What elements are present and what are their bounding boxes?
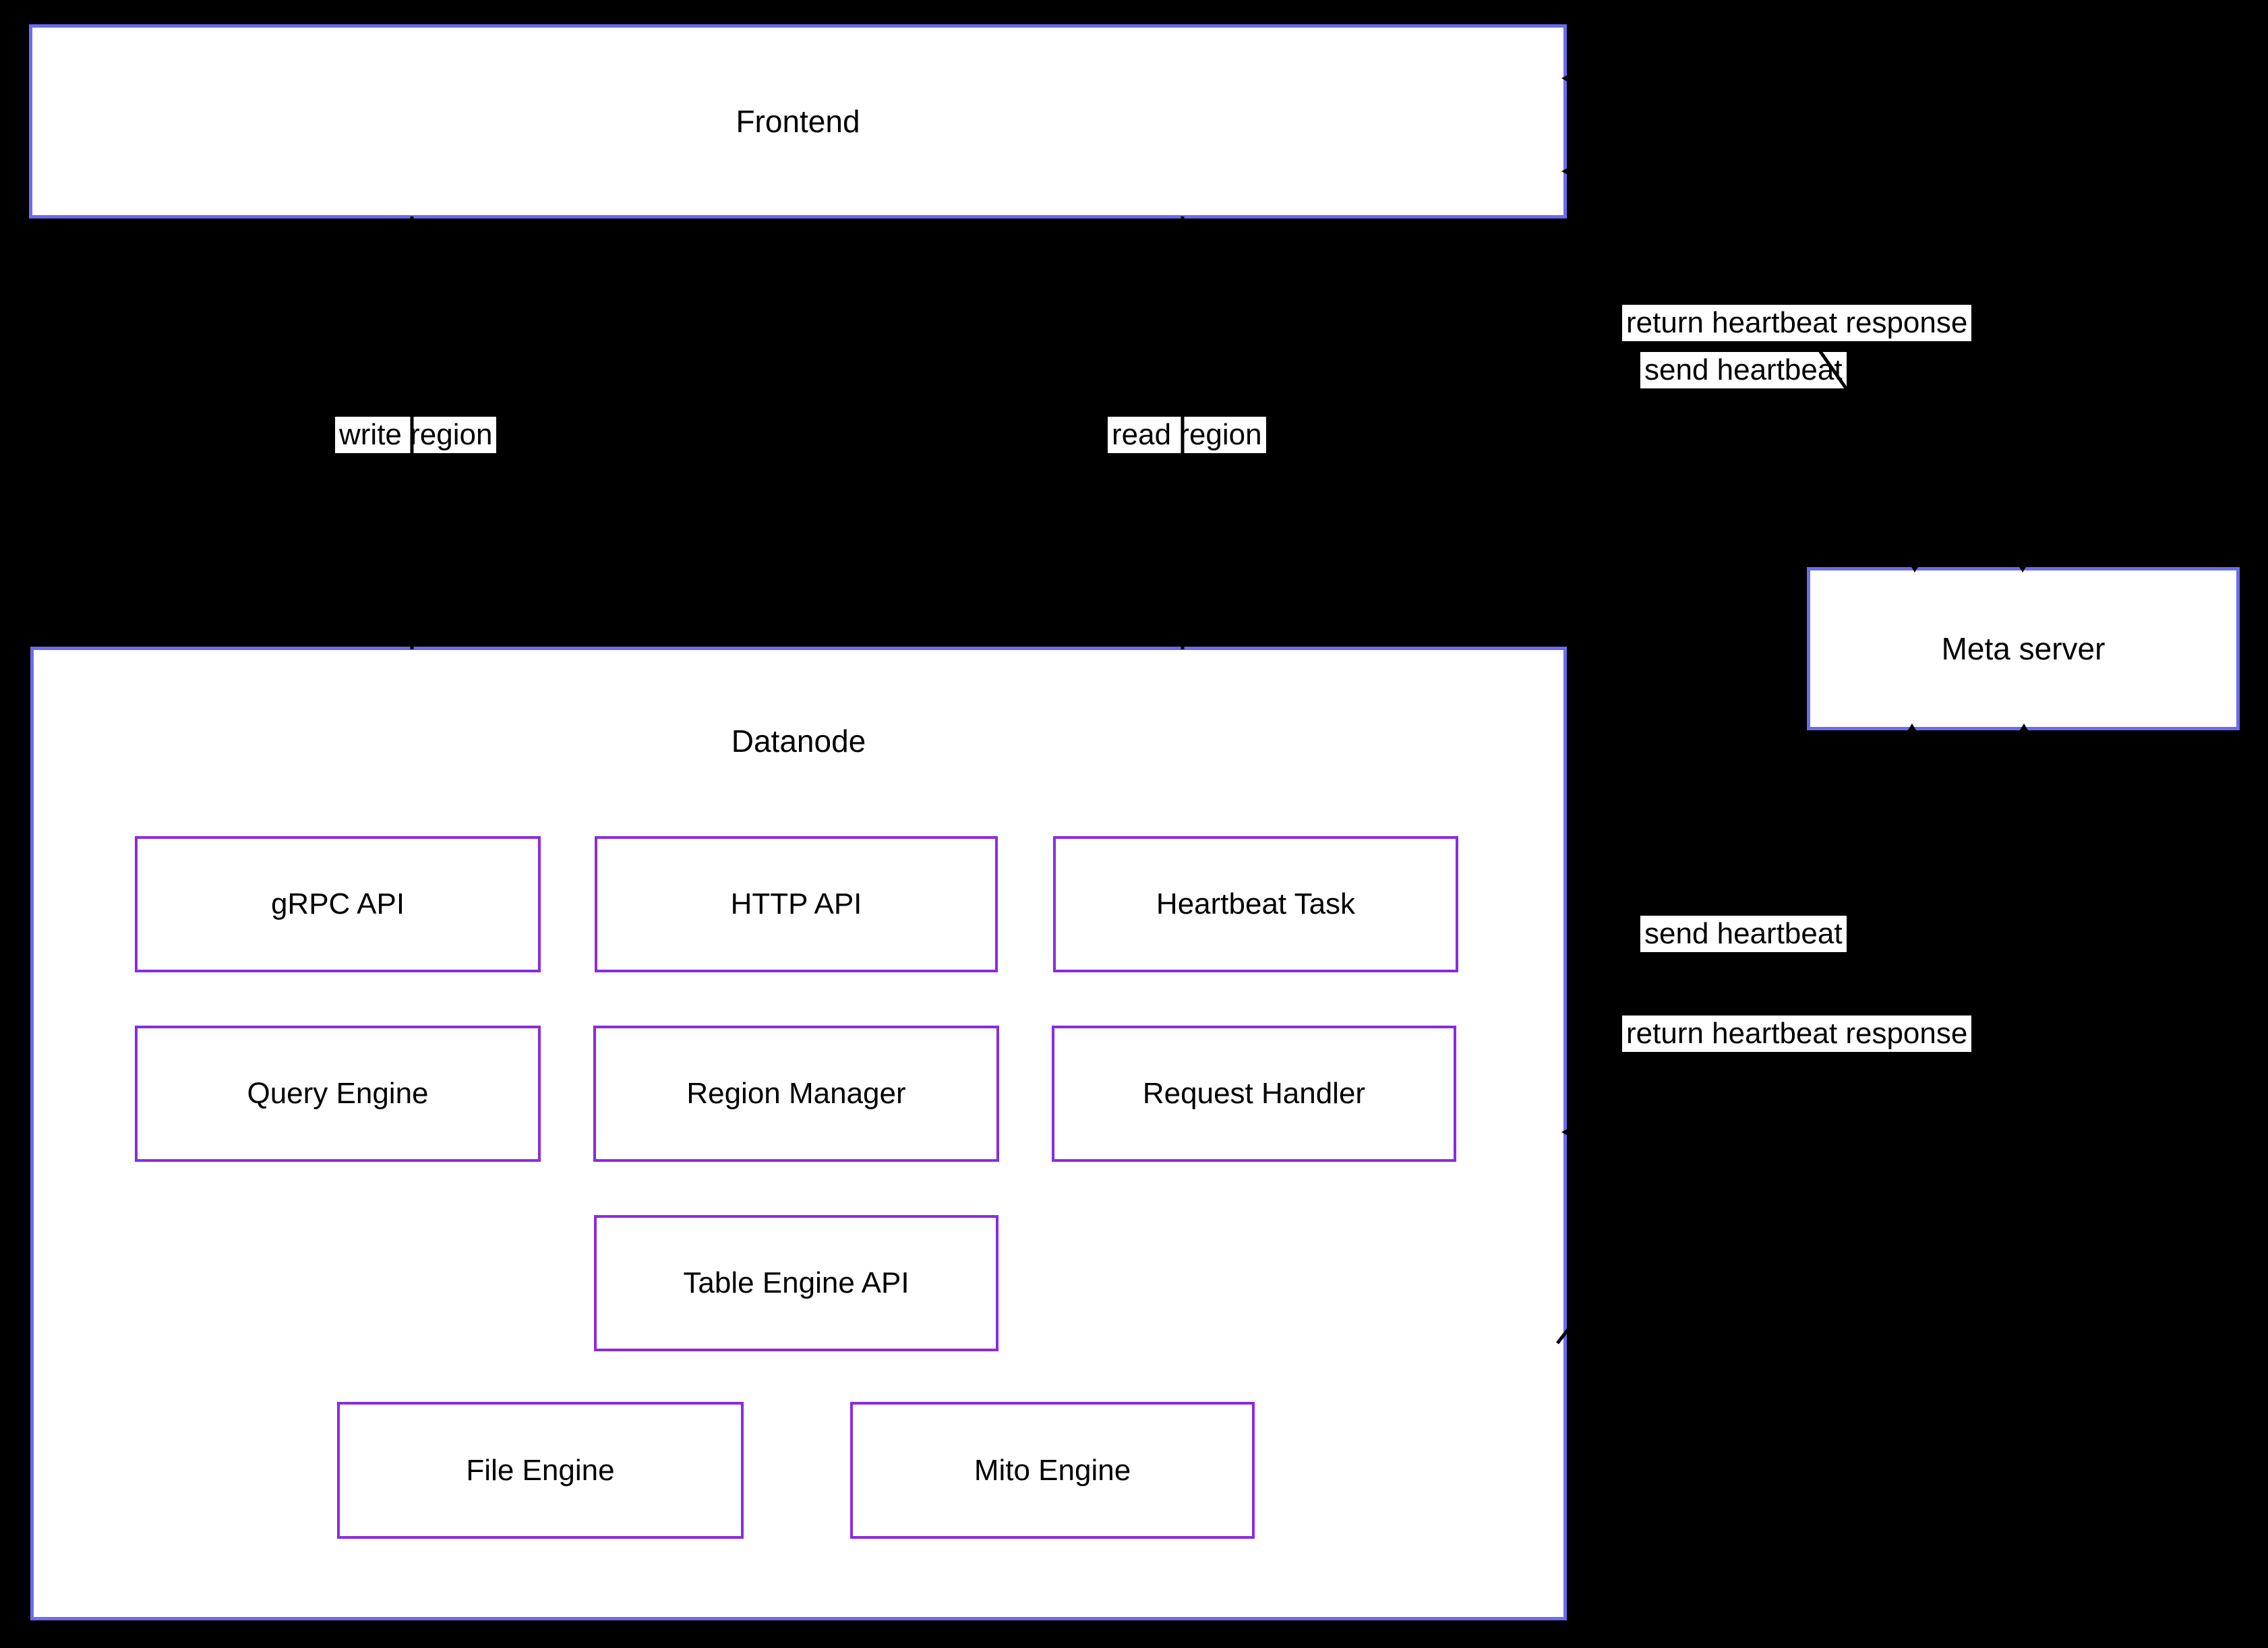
meta-server-node: Meta server bbox=[1807, 567, 2240, 730]
component-http-api: HTTP API bbox=[595, 836, 998, 972]
component-query-engine: Query Engine bbox=[135, 1026, 541, 1162]
component-file-engine-label: File Engine bbox=[466, 1453, 615, 1487]
edge-label-return-heartbeat-response-top: return heartbeat response bbox=[1622, 305, 1972, 342]
component-mito-engine-label: Mito Engine bbox=[974, 1453, 1131, 1487]
component-table-engine-api: Table Engine API bbox=[594, 1215, 998, 1351]
component-file-engine: File Engine bbox=[337, 1402, 744, 1539]
meta-server-label: Meta server bbox=[1941, 631, 2106, 666]
component-region-manager-label: Region Manager bbox=[686, 1077, 906, 1110]
edge-label-send-heartbeat-bottom: send heartbeat bbox=[1640, 916, 1847, 953]
edge-label-return-heartbeat-response-bottom: return heartbeat response bbox=[1622, 1016, 1972, 1053]
frontend-label: Frontend bbox=[736, 104, 860, 139]
component-request-handler: Request Handler bbox=[1052, 1026, 1456, 1162]
component-grpc-api-label: gRPC API bbox=[270, 887, 405, 920]
frontend-node: Frontend bbox=[29, 24, 1567, 218]
edge-label-write-region: write region bbox=[335, 417, 497, 454]
component-heartbeat-task-label: Heartbeat Task bbox=[1156, 887, 1356, 920]
component-query-engine-label: Query Engine bbox=[247, 1077, 429, 1110]
component-region-manager: Region Manager bbox=[593, 1026, 999, 1162]
component-mito-engine: Mito Engine bbox=[850, 1402, 1255, 1539]
component-table-engine-api-label: Table Engine API bbox=[683, 1266, 909, 1299]
edge-label-send-heartbeat-top: send heartbeat bbox=[1640, 352, 1847, 389]
datanode-title: Datanode bbox=[731, 724, 866, 759]
component-heartbeat-task: Heartbeat Task bbox=[1053, 836, 1458, 972]
component-http-api-label: HTTP API bbox=[730, 887, 862, 920]
component-request-handler-label: Request Handler bbox=[1142, 1077, 1366, 1110]
component-grpc-api: gRPC API bbox=[135, 836, 541, 972]
edge-label-read-region: read region bbox=[1108, 417, 1266, 454]
